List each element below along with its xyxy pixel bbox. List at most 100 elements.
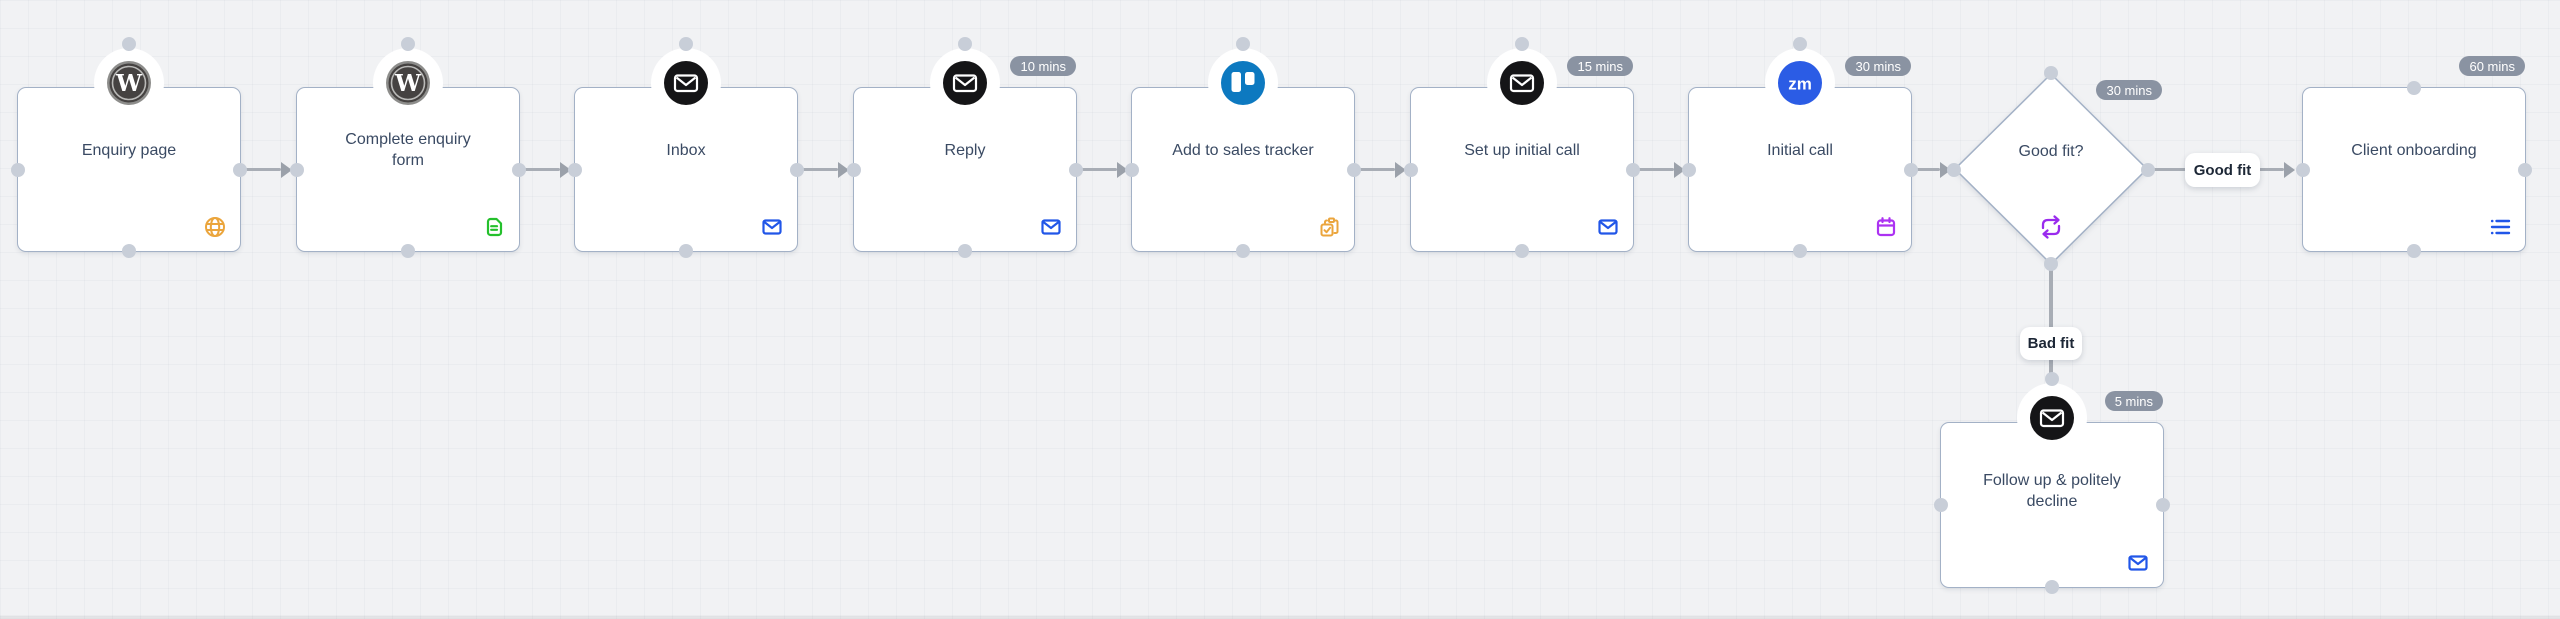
node-label: Add to sales tracker — [1172, 141, 1314, 159]
node-follow-up-politely-decline[interactable]: 5 mins Follow up & politely decline — [1934, 372, 2170, 594]
node-reply[interactable]: 10 mins Reply — [847, 37, 1083, 258]
connection-handle[interactable] — [679, 37, 693, 51]
connection-handle[interactable] — [1515, 244, 1529, 258]
globe-icon — [204, 216, 226, 238]
svg-text:W: W — [394, 70, 422, 97]
list-icon — [2489, 216, 2511, 238]
connection-handle[interactable] — [2044, 66, 2058, 80]
node-good-fit-decision[interactable]: 30 mins Good fit? — [1947, 66, 2162, 271]
connection-handle[interactable] — [122, 37, 136, 51]
connection-handle[interactable] — [290, 162, 304, 177]
connection-handle[interactable] — [1793, 37, 1807, 51]
node-enquiry-page[interactable]: W Enquiry page — [11, 37, 247, 258]
email-icon — [1500, 61, 1544, 105]
mail-icon — [1597, 216, 1619, 238]
connection-handle[interactable] — [122, 244, 136, 258]
node-initial-call[interactable]: zm 30 mins Initial call — [1682, 37, 1918, 258]
duration-badge: 60 mins — [2459, 56, 2525, 76]
connection-handle[interactable] — [401, 244, 415, 258]
duration-badge: 15 mins — [1567, 56, 1633, 76]
wordpress-icon: W — [386, 61, 430, 105]
node-set-up-initial-call[interactable]: 15 mins Set up initial call — [1404, 37, 1640, 258]
edge-arrowhead — [2284, 162, 2295, 178]
connection-handle[interactable] — [1904, 162, 1918, 177]
edge-line-vertical — [2049, 264, 2053, 378]
wordpress-icon: W — [107, 61, 151, 105]
node-label: Good fit? — [2018, 143, 2084, 160]
connection-handle[interactable] — [512, 162, 526, 177]
connection-handle[interactable] — [2045, 580, 2059, 594]
mail-icon — [1040, 216, 1062, 238]
edge-line — [520, 168, 560, 171]
edge-label-text: Bad fit — [2027, 335, 2075, 352]
edge-arrowhead — [1940, 162, 1951, 178]
email-icon — [664, 61, 708, 105]
connection-handle[interactable] — [2518, 162, 2532, 177]
connection-handle[interactable] — [1793, 244, 1807, 258]
duration-badge: 30 mins — [1845, 56, 1911, 76]
edge-line — [798, 168, 838, 171]
edge-arrowhead — [838, 162, 849, 178]
connection-handle[interactable] — [958, 244, 972, 258]
node-client-onboarding[interactable]: 60 mins Client onboarding — [2296, 56, 2532, 258]
node-label: Reply — [944, 141, 986, 159]
connection-handle[interactable] — [847, 162, 861, 177]
connection-handle[interactable] — [11, 162, 25, 177]
node-label: Initial call — [1767, 141, 1833, 159]
connection-handle[interactable] — [401, 37, 415, 51]
edge-arrowhead — [560, 162, 571, 178]
connection-handle[interactable] — [1947, 163, 1961, 177]
mail-icon — [2127, 552, 2149, 574]
connection-handle[interactable] — [2407, 81, 2421, 95]
node-add-to-sales-tracker[interactable]: Add to sales tracker — [1125, 37, 1361, 258]
svg-text:zm: zm — [1788, 75, 1812, 94]
edge-line — [1634, 168, 1674, 171]
node-inbox[interactable]: Inbox — [568, 37, 804, 258]
node-label: Enquiry page — [81, 141, 177, 159]
connection-handle[interactable] — [1626, 162, 1640, 177]
connection-handle[interactable] — [2045, 372, 2059, 386]
email-icon — [2030, 396, 2074, 440]
edge-arrowhead — [1395, 162, 1406, 178]
edge-line — [1355, 168, 1395, 171]
connection-handle[interactable] — [1236, 37, 1250, 51]
connection-handle[interactable] — [1125, 162, 1139, 177]
connection-handle[interactable] — [233, 162, 247, 177]
connection-handle[interactable] — [958, 37, 972, 51]
edge-label-text: Good fit — [2193, 161, 2252, 179]
connection-handle[interactable] — [2044, 257, 2058, 271]
connection-handle[interactable] — [679, 244, 693, 258]
connection-handle[interactable] — [1347, 162, 1361, 177]
connection-handle[interactable] — [1404, 162, 1418, 177]
canvas-bottom-edge — [0, 615, 2560, 619]
clipboard-check-icon — [1318, 216, 1340, 238]
connection-handle[interactable] — [568, 162, 582, 177]
edge-line — [1912, 168, 1940, 171]
edge-line — [1077, 168, 1117, 171]
connection-handle[interactable] — [1069, 162, 1083, 177]
calendar-icon — [1875, 216, 1897, 238]
connection-handle[interactable] — [1934, 498, 1948, 512]
zoom-icon: zm — [1778, 61, 1822, 105]
connection-handle[interactable] — [2407, 244, 2421, 258]
connection-handle[interactable] — [2156, 498, 2170, 512]
mail-icon — [761, 216, 783, 238]
connection-handle[interactable] — [1515, 37, 1529, 51]
node-label: Follow up & politely decline — [1983, 472, 2121, 510]
edge-arrowhead — [281, 162, 292, 178]
node-complete-enquiry-form[interactable]: W Complete enquiry form — [290, 37, 526, 258]
edge-arrowhead — [1117, 162, 1128, 178]
connection-handle[interactable] — [2141, 163, 2155, 177]
connection-handle[interactable] — [790, 162, 804, 177]
connection-handle[interactable] — [1682, 162, 1696, 177]
edge-label-bad-fit[interactable]: Bad fit — [2020, 327, 2082, 360]
email-icon — [943, 61, 987, 105]
duration-badge: 5 mins — [2104, 391, 2163, 411]
connection-handle[interactable] — [1236, 244, 1250, 258]
connection-handle[interactable] — [2296, 162, 2310, 177]
duration-badge: 30 mins — [2096, 80, 2162, 100]
edge-label-good-fit[interactable]: Good fit — [2185, 153, 2260, 187]
document-icon — [483, 216, 505, 238]
node-label: Inbox — [666, 141, 706, 159]
